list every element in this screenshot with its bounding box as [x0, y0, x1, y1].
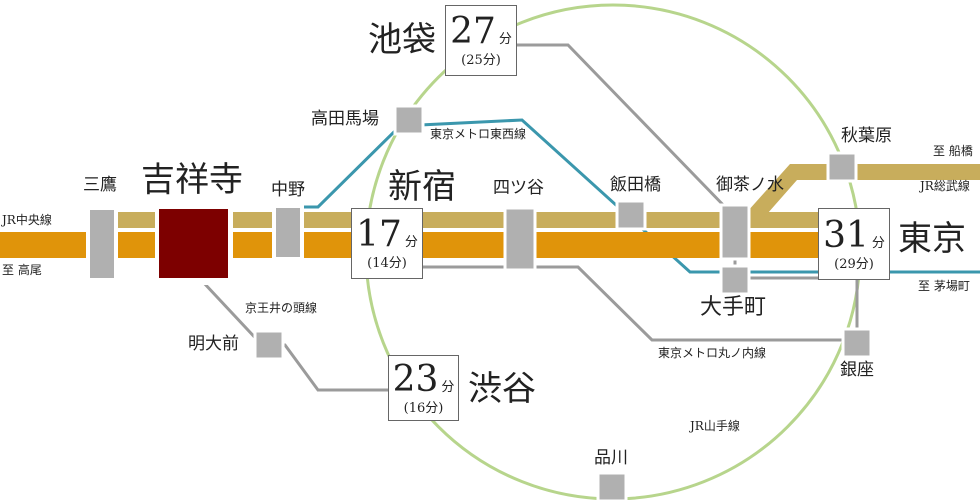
- time-alt: (25分): [461, 53, 501, 68]
- station-ochanomizu: 御茶ノ水: [716, 175, 784, 195]
- label-marunouchi: 東京メトロ丸ノ内線: [658, 346, 767, 360]
- time-unit: 分: [441, 379, 455, 395]
- station-ginza-marker: [841, 327, 873, 359]
- station-tokyo: 東京: [898, 219, 966, 259]
- marunouchi-line-south: [422, 265, 858, 342]
- station-shinagawa-marker: [596, 471, 628, 500]
- time-row: 27 分: [450, 14, 512, 50]
- station-akihabara: 秋葉原: [841, 126, 892, 146]
- time-alt: (14分): [367, 256, 407, 271]
- time-minutes: 17: [356, 214, 402, 255]
- chuo-rapid-line-west: [0, 232, 86, 258]
- station-nakano-marker: [276, 208, 300, 257]
- time-box-shinjuku: 17 分 (14分): [351, 208, 423, 279]
- time-row: 31 分: [823, 214, 885, 256]
- time-unit: 分: [871, 235, 885, 251]
- station-mitaka-marker: [90, 210, 114, 278]
- label-jr-chuo: JR中央線: [2, 213, 52, 227]
- label-jr-sobu: JR総武線: [920, 179, 970, 193]
- station-mitaka: 三鷹: [83, 175, 117, 195]
- time-box-shibuya: 23 分 (16分): [388, 355, 459, 421]
- time-row: 17 分: [356, 217, 418, 253]
- station-akihabara-marker: [826, 151, 858, 183]
- station-ochanomizu-marker: [719, 203, 751, 261]
- station-iidabashi-marker: [615, 199, 647, 231]
- station-kichijoji-marker: [159, 209, 228, 278]
- time-box-tokyo: 31 分 (29分): [818, 208, 890, 280]
- station-yotsuya-marker: [503, 206, 537, 272]
- station-kichijoji: 吉祥寺: [141, 160, 243, 200]
- station-takadanobaba-marker: [393, 104, 425, 136]
- station-ikebukuro: 池袋: [368, 20, 436, 60]
- station-iidabashi: 飯田橋: [610, 175, 661, 195]
- station-otemachi: 大手町: [700, 295, 767, 320]
- label-yamanote: JR山手線: [690, 419, 740, 433]
- station-yotsuya: 四ツ谷: [493, 178, 544, 198]
- label-to-kayabacho: 至 茅場町: [918, 279, 970, 293]
- time-alt: (16分): [403, 400, 444, 416]
- time-minutes: 23: [392, 358, 439, 400]
- label-to-takao: 至 高尾: [2, 263, 42, 277]
- label-to-funabashi: 至 船橋: [933, 144, 973, 158]
- station-shinagawa: 品川: [594, 448, 628, 468]
- marunouchi-line-north: [516, 43, 732, 214]
- station-otemachi-marker: [719, 264, 751, 296]
- label-inokashira: 京王井の頭線: [245, 301, 318, 315]
- chuo-rapid-line: [118, 232, 823, 258]
- time-unit: 分: [404, 235, 418, 250]
- station-nakano: 中野: [271, 180, 305, 200]
- time-alt: (29分): [834, 256, 874, 272]
- sobu-line-bend: [747, 164, 980, 222]
- station-shinjuku: 新宿: [388, 167, 456, 207]
- station-takadanobaba: 高田馬場: [311, 109, 379, 129]
- label-tozai: 東京メトロ東西線: [430, 127, 527, 141]
- station-ginza: 銀座: [840, 360, 874, 380]
- time-unit: 分: [498, 32, 512, 47]
- station-meidaimae: 明大前: [188, 334, 239, 354]
- time-box-ikebukuro: 27 分 (25分): [445, 5, 517, 76]
- time-row: 23 分: [392, 358, 455, 400]
- time-minutes: 27: [450, 11, 496, 52]
- station-meidaimae-marker: [253, 329, 285, 361]
- time-minutes: 31: [823, 214, 869, 256]
- station-shibuya: 渋谷: [468, 369, 536, 409]
- inokashira-line: [201, 280, 390, 392]
